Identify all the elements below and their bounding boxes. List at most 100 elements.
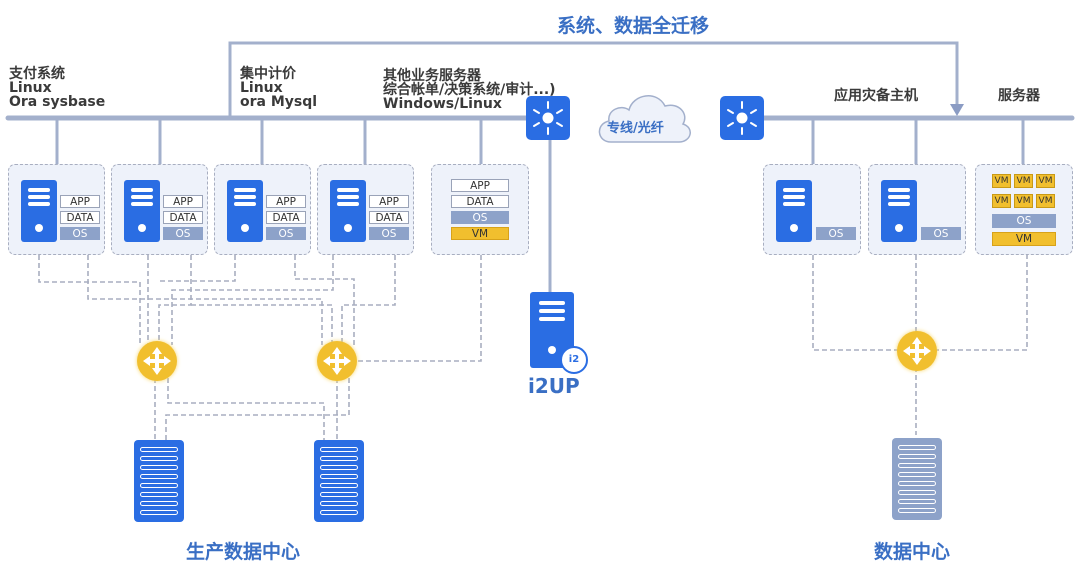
storage-rack-icon xyxy=(314,440,364,522)
network-switch-icon xyxy=(526,96,570,140)
router-arrows xyxy=(903,337,931,365)
rack-slot xyxy=(140,510,178,515)
host-card: APP DATA OS xyxy=(214,164,311,255)
cloud-icon xyxy=(598,95,691,143)
rack-slot xyxy=(320,501,358,506)
host-card: OS xyxy=(868,164,966,255)
layer-app: APP xyxy=(163,195,203,208)
layer-os: OS xyxy=(921,227,961,240)
server-tower-icon xyxy=(881,180,917,242)
i2up-label: i2UP xyxy=(528,374,580,398)
rack-slot xyxy=(898,472,936,477)
layer-os: OS xyxy=(163,227,203,240)
group-line: 支付系统 xyxy=(9,66,65,82)
server-tower-icon xyxy=(21,180,57,242)
group-line: Windows/Linux xyxy=(383,96,502,112)
layer-os: OS xyxy=(266,227,306,240)
rack-slot xyxy=(320,474,358,479)
vm-chip: VM xyxy=(1014,194,1033,208)
rack-slot xyxy=(140,501,178,506)
cloud-label: 专线/光纤 xyxy=(607,121,664,136)
switch-glyph xyxy=(727,101,757,135)
backup-datacenter-label: 数据中心 xyxy=(874,541,951,563)
host-card: APP DATA OS xyxy=(317,164,414,255)
rack-slot xyxy=(140,447,178,452)
layer-app: APP xyxy=(451,179,509,192)
vm-chip: VM xyxy=(992,194,1011,208)
rack-slot xyxy=(898,499,936,504)
layer-os: OS xyxy=(451,211,509,224)
vm-chip: VM xyxy=(1036,174,1055,188)
storage-rack-icon xyxy=(892,438,942,520)
router-icon xyxy=(317,341,357,381)
rack-slot xyxy=(898,481,936,486)
router-arrows xyxy=(323,347,351,375)
layer-app: APP xyxy=(369,195,409,208)
host-card: APP DATA OS xyxy=(111,164,208,255)
host-card: APP DATA OS xyxy=(8,164,105,255)
rack-slot xyxy=(320,510,358,515)
layer-os: OS xyxy=(60,227,100,240)
layer-os: OS xyxy=(816,227,856,240)
group-line: 其他业务服务器 xyxy=(383,68,481,84)
group-line: Linux xyxy=(240,80,283,96)
layer-vm: VM xyxy=(992,232,1056,246)
rack-slot xyxy=(320,465,358,470)
server-tower-icon xyxy=(330,180,366,242)
host-card: OS xyxy=(763,164,861,255)
rack-slot xyxy=(898,490,936,495)
i2-badge-icon: i2 xyxy=(560,346,588,374)
group-line: Ora sysbase xyxy=(9,94,106,110)
rack-slot xyxy=(320,447,358,452)
layer-data: DATA xyxy=(60,211,100,224)
layer-app: APP xyxy=(266,195,306,208)
dashed-links-production xyxy=(38,255,482,440)
layer-data: DATA xyxy=(163,211,203,224)
host-card-virtual: VM VM VM VM VM VM OS VM xyxy=(975,164,1073,255)
storage-rack-icon xyxy=(134,440,184,522)
group-label-other-servers: 其他业务服务器 综合帐单/决策系统/审计...) Windows/Linux xyxy=(383,69,556,111)
vm-chip: VM xyxy=(1036,194,1055,208)
layer-os: OS xyxy=(369,227,409,240)
rack-slot xyxy=(898,463,936,468)
rack-slot xyxy=(898,454,936,459)
vm-chip: VM xyxy=(1014,174,1033,188)
group-label-servers: 服务器 xyxy=(998,88,1040,104)
rack-slot xyxy=(898,445,936,450)
router-arrows xyxy=(143,347,171,375)
rack-slot xyxy=(320,456,358,461)
rack-slot xyxy=(320,483,358,488)
group-line: ora Mysql xyxy=(240,94,318,110)
group-label-pricing: 集中计价 Linux ora Mysql xyxy=(240,67,317,109)
host-card-virtual: APP DATA OS VM xyxy=(431,164,529,255)
vm-chip: VM xyxy=(992,174,1011,188)
layer-data: DATA xyxy=(266,211,306,224)
rack-slot xyxy=(140,483,178,488)
layer-app: APP xyxy=(60,195,100,208)
group-label-dr-hosts: 应用灾备主机 xyxy=(834,88,918,104)
layer-vm: VM xyxy=(451,227,509,240)
rack-slot xyxy=(140,474,178,479)
rack-slot xyxy=(140,492,178,497)
rack-slot xyxy=(140,456,178,461)
switch-glyph xyxy=(533,101,563,135)
layer-data: DATA xyxy=(369,211,409,224)
rack-slot xyxy=(140,465,178,470)
group-line: 集中计价 xyxy=(240,66,296,82)
server-tower-icon xyxy=(124,180,160,242)
rack-slot xyxy=(320,492,358,497)
group-line: 综合帐单/决策系统/审计...) xyxy=(383,82,556,98)
migration-title: 系统、数据全迁移 xyxy=(557,15,710,37)
layer-os: OS xyxy=(992,214,1056,228)
rack-slot xyxy=(898,508,936,513)
migration-arrow-head xyxy=(950,104,964,116)
layer-data: DATA xyxy=(451,195,509,208)
production-datacenter-label: 生产数据中心 xyxy=(186,541,301,563)
router-icon xyxy=(137,341,177,381)
server-tower-icon xyxy=(227,180,263,242)
group-label-payment: 支付系统 Linux Ora sysbase xyxy=(9,67,105,109)
migration-arrow xyxy=(228,41,959,118)
router-icon xyxy=(897,331,937,371)
group-line: Linux xyxy=(9,80,52,96)
